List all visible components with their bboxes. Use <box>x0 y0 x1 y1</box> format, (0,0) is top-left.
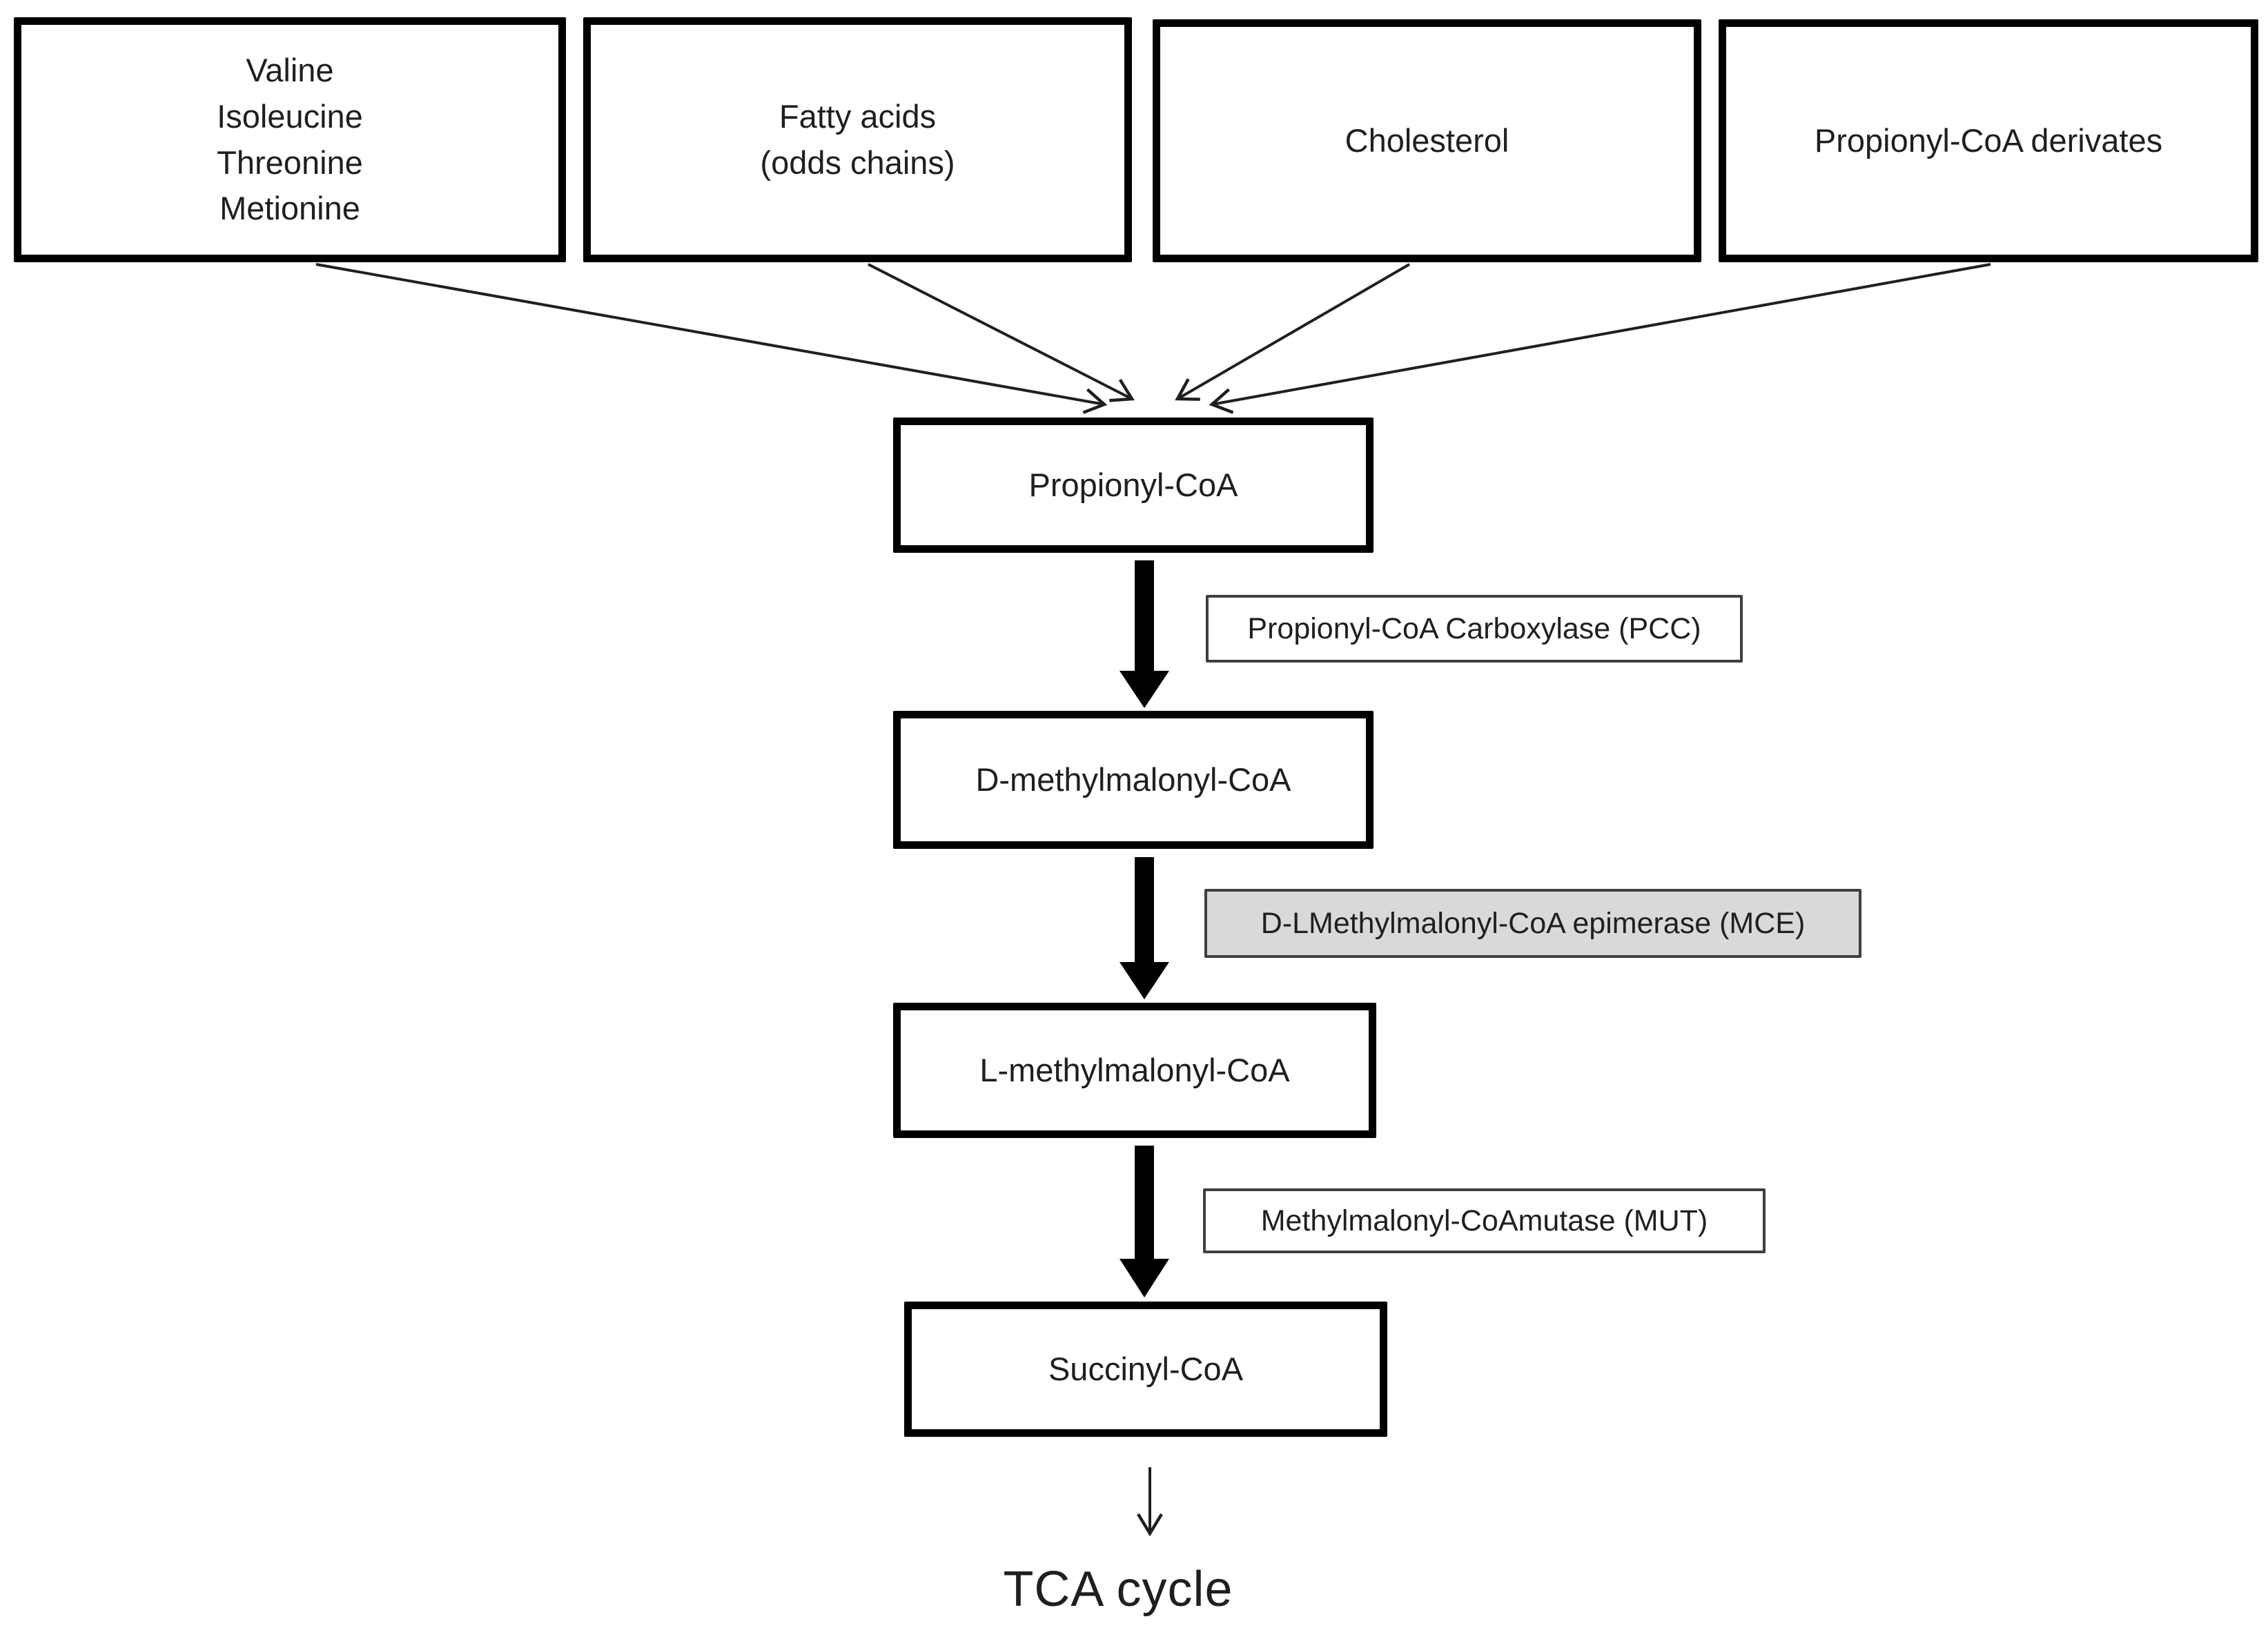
arrow-propionyl-to-d-methylmalonyl <box>1120 560 1169 708</box>
enzyme-label-mut-text: Methylmalonyl-CoAmutase (MUT) <box>1260 1204 1708 1237</box>
box-propionyl-coa-derivates: Propionyl-CoA derivates <box>1719 19 2258 262</box>
box-l-methylmalonyl-coa: L-methylmalonyl-CoA <box>893 1003 1376 1138</box>
box-amino-acids-line: Metionine <box>219 190 360 227</box>
box-cholesterol: Cholesterol <box>1153 19 1701 262</box>
arrow-derivates-to-propionyl-coa <box>1209 263 1991 414</box>
box-amino-acids-line: Isoleucine <box>217 97 363 135</box>
box-propionyl-coa-label: Propionyl-CoA <box>1028 466 1238 503</box>
arrow-cholesterol-to-propionyl-coa <box>1175 263 1411 401</box>
box-propionyl-coa: Propionyl-CoA <box>893 418 1373 553</box>
box-d-methylmalonyl-coa-label: D-methylmalonyl-CoA <box>975 761 1291 798</box>
enzyme-label-mce: D-LMethylmalonyl-CoA epimerase (MCE) <box>1204 889 1861 958</box>
enzyme-label-mce-text: D-LMethylmalonyl-CoA epimerase (MCE) <box>1260 906 1806 940</box>
tca-cycle-label: TCA cycle <box>1003 1562 1233 1617</box>
box-fatty-acids-line: Fatty acids <box>779 97 937 135</box>
box-amino-acids-line: Threonine <box>217 144 363 181</box>
box-amino-acids-line: Valine <box>246 52 334 89</box>
box-amino-acids: Valine Isoleucine Threonine Metionine <box>14 17 566 262</box>
arrow-fatty-acids-to-propionyl-coa <box>868 263 1135 402</box>
enzyme-label-pcc: Propionyl-CoA Carboxylase (PCC) <box>1206 595 1743 663</box>
box-fatty-acids: Fatty acids (odds chains) <box>583 17 1132 262</box>
arrow-l-methylmalonyl-to-succinyl <box>1120 1146 1169 1297</box>
arrow-amino-acids-to-propionyl-coa <box>315 263 1108 414</box>
box-cholesterol-line: Cholesterol <box>1345 121 1509 159</box>
box-fatty-acids-line: (odds chains) <box>760 144 955 181</box>
enzyme-label-mut: Methylmalonyl-CoAmutase (MUT) <box>1203 1188 1766 1253</box>
enzyme-label-pcc-text: Propionyl-CoA Carboxylase (PCC) <box>1247 611 1701 645</box>
box-d-methylmalonyl-coa: D-methylmalonyl-CoA <box>893 711 1373 849</box>
box-l-methylmalonyl-coa-label: L-methylmalonyl-CoA <box>979 1051 1290 1088</box>
arrow-d-methylmalonyl-to-l-methylmalonyl <box>1120 857 1169 999</box>
box-succinyl-coa: Succinyl-CoA <box>904 1302 1387 1437</box>
box-propionyl-coa-derivates-line: Propionyl-CoA derivates <box>1814 121 2163 159</box>
box-succinyl-coa-label: Succinyl-CoA <box>1048 1350 1244 1387</box>
